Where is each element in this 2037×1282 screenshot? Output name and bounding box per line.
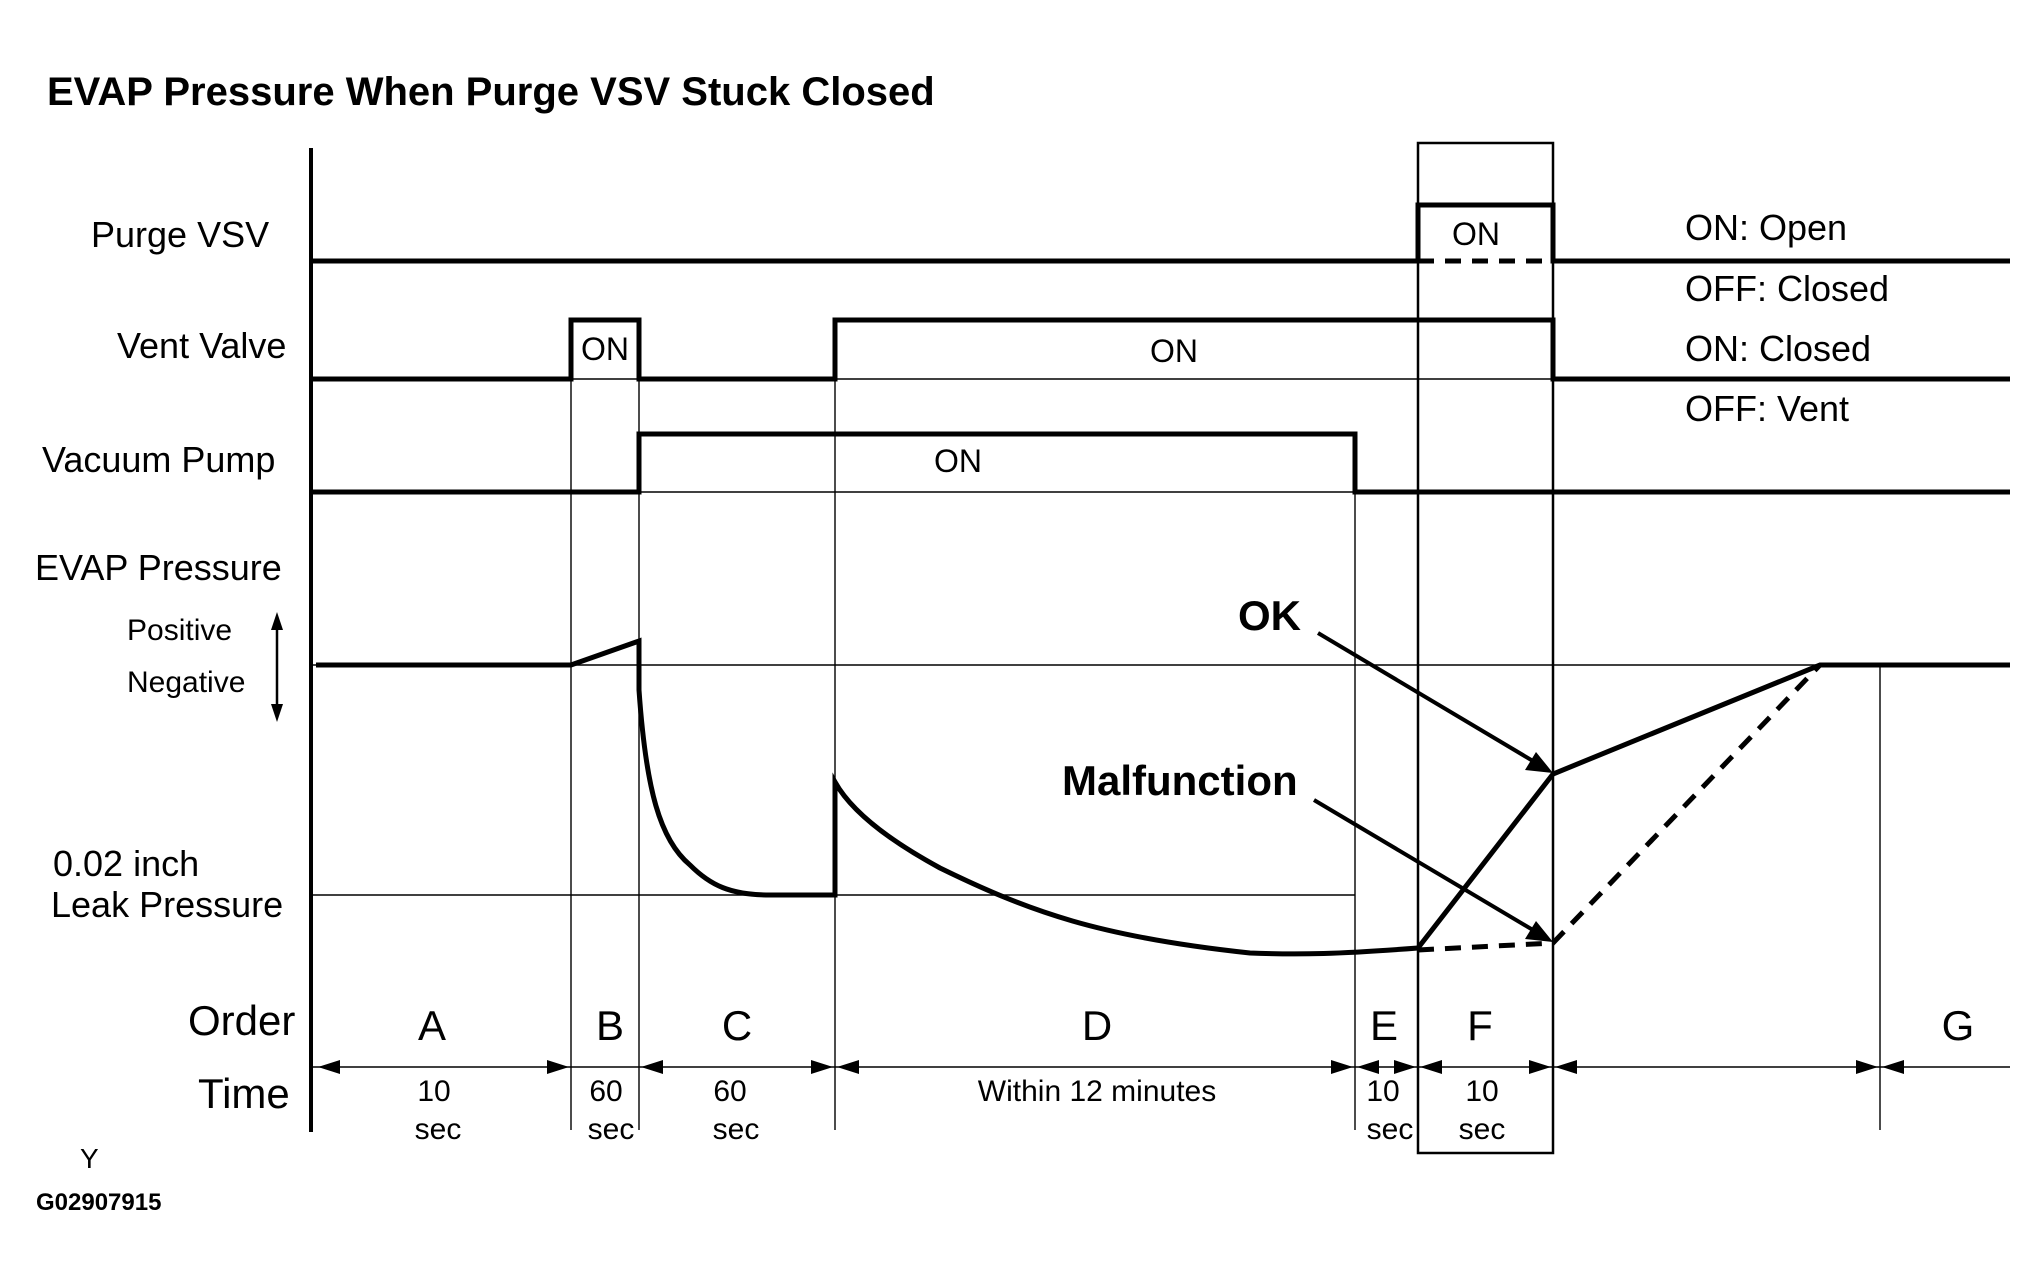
- phase-boundaries: [570, 200, 1881, 1150]
- time-arrowheads: [318, 1060, 1904, 1074]
- ok-callout: OK: [1238, 592, 1553, 773]
- malfunction-callout: Malfunction: [1062, 757, 1553, 942]
- evap-ok-trace: [1416, 662, 2010, 950]
- vacuum-pump-trace: [311, 431, 2010, 495]
- legend-purge-off: OFF: Closed: [1685, 268, 1889, 309]
- phase-time-f-2: sec: [1459, 1113, 1506, 1146]
- phase-order-g: G: [1942, 1002, 1975, 1049]
- phase-f-box: [1416, 141, 1555, 1155]
- phase-order-f: F: [1467, 1002, 1493, 1049]
- figure-code: G02907915: [36, 1189, 161, 1216]
- malfunction-arrow-line: [1312, 798, 1540, 935]
- evap-malfunction-trace: [1417, 663, 1822, 953]
- phase-order-c: C: [722, 1002, 752, 1049]
- phase-time-a-1: 10: [417, 1075, 450, 1108]
- phase-time-e-1: 10: [1366, 1075, 1399, 1108]
- phase-time-a-2: sec: [415, 1113, 462, 1146]
- phase-order-b: B: [596, 1002, 624, 1049]
- order-row-label: Order: [188, 997, 295, 1044]
- vacuum-pump-signal: ON: [311, 431, 2010, 495]
- negative-label: Negative: [127, 666, 245, 699]
- evap-pressure-label: EVAP Pressure: [35, 547, 282, 588]
- phase-time-b-1: 60: [589, 1075, 622, 1108]
- phase-time-d-1: Within 12 minutes: [978, 1075, 1216, 1108]
- malfunction-arrowhead-icon: [1525, 921, 1553, 942]
- evap-pressure-signal: [316, 637, 2010, 957]
- phase-order-d: D: [1082, 1002, 1112, 1049]
- phase-time-c-2: sec: [713, 1113, 760, 1146]
- purge-on-label: ON: [1452, 216, 1500, 252]
- footer-mark: Y: [80, 1143, 99, 1174]
- legend-vent-on: ON: Closed: [1685, 328, 1871, 369]
- vent-valve-trace: [311, 317, 2010, 382]
- pump-on-label: ON: [934, 443, 982, 479]
- leak-pressure-label-line1: 0.02 inch: [53, 843, 199, 884]
- ok-label: OK: [1238, 592, 1301, 639]
- vent-valve-signal: ON ON: [311, 317, 2010, 382]
- diagram-title: EVAP Pressure When Purge VSV Stuck Close…: [47, 70, 935, 114]
- vent-on-label-d: ON: [1150, 333, 1198, 369]
- phase-time-c-1: 60: [713, 1075, 746, 1108]
- purge-vsv-signal: ON: [311, 202, 2010, 264]
- purge-vsv-trace: [311, 202, 2010, 264]
- phase-time-e-2: sec: [1367, 1113, 1414, 1146]
- ok-arrow-line: [1316, 631, 1540, 766]
- positive-label: Positive: [127, 614, 232, 647]
- leak-pressure-label-line2: Leak Pressure: [51, 884, 283, 925]
- reference-lines: [311, 378, 2010, 896]
- evap-pressure-trace: [316, 637, 1419, 957]
- vacuum-pump-label: Vacuum Pump: [42, 439, 275, 480]
- purge-vsv-label: Purge VSV: [91, 214, 269, 255]
- vent-valve-label: Vent Valve: [117, 325, 286, 366]
- ok-arrowhead-icon: [1525, 752, 1553, 773]
- positive-negative-arrow-icon: [271, 612, 283, 722]
- legend-vent-off: OFF: Vent: [1685, 388, 1849, 429]
- malfunction-label: Malfunction: [1062, 757, 1298, 804]
- time-row-label: Time: [198, 1070, 290, 1117]
- phase-order-a: A: [418, 1002, 446, 1049]
- phase-order-e: E: [1370, 1002, 1398, 1049]
- phase-time-b-2: sec: [588, 1113, 635, 1146]
- phase-time-f-1: 10: [1465, 1075, 1498, 1108]
- vent-on-label-b: ON: [581, 331, 629, 367]
- legend-purge-on: ON: Open: [1685, 207, 1847, 248]
